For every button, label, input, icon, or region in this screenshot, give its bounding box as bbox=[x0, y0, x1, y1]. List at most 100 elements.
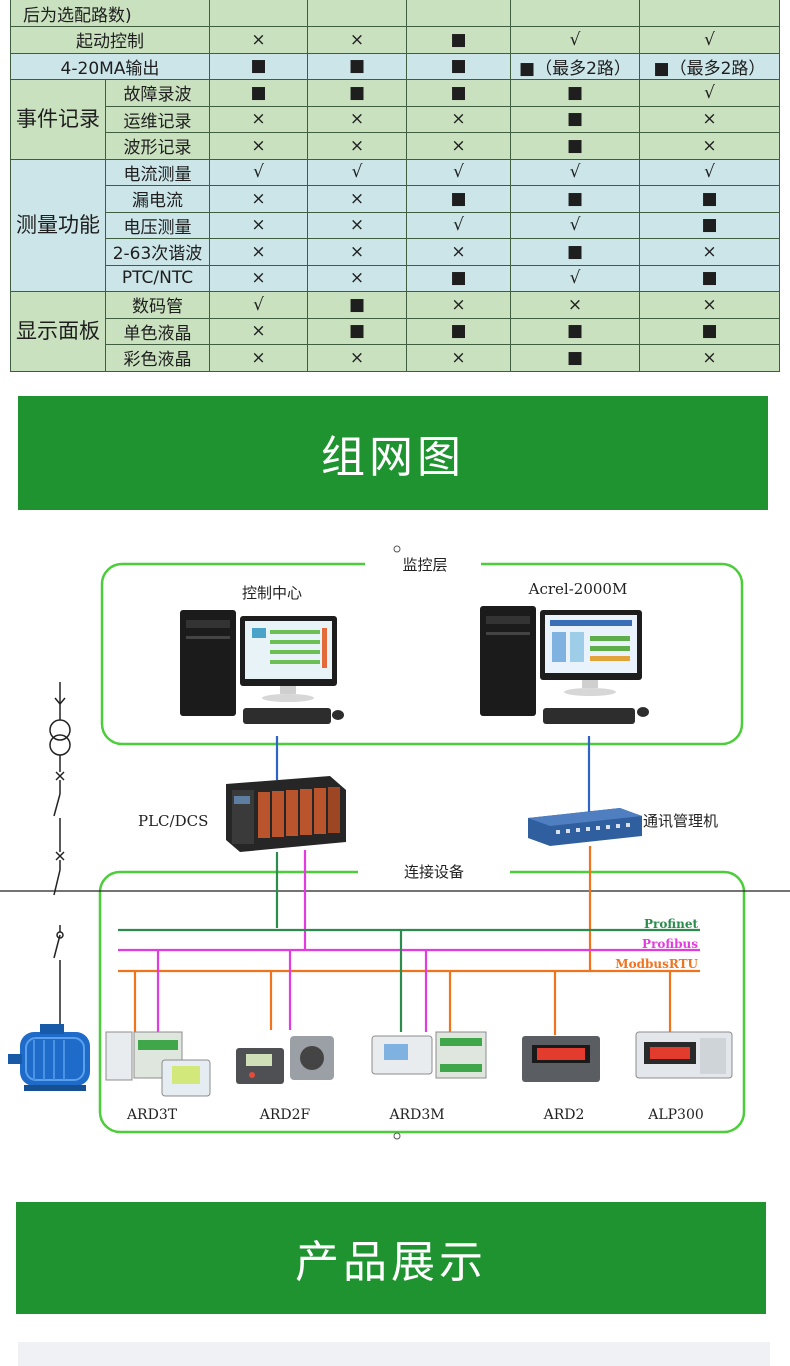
table-cell: × bbox=[407, 239, 511, 266]
table-cell: × bbox=[640, 345, 780, 372]
table-header-partial: 后为选配路数) bbox=[10, 0, 210, 27]
profibus-label: Profibus bbox=[642, 937, 698, 951]
comm-manager-label: 通讯管理机 bbox=[643, 812, 718, 830]
table-cell: ■ bbox=[511, 186, 640, 213]
table-row-label: 数码管 bbox=[106, 292, 210, 319]
table-cell: × bbox=[640, 239, 780, 266]
keyboard bbox=[543, 708, 635, 724]
table-row-label: 彩色液晶 bbox=[106, 345, 210, 372]
device-label-ard3m: ARD3M bbox=[388, 1107, 444, 1123]
device-ard2 bbox=[522, 1036, 600, 1082]
table-cell: × bbox=[210, 239, 308, 266]
table-row-label: 单色液晶 bbox=[106, 318, 210, 345]
table-cell: ■ bbox=[640, 318, 780, 345]
comm-manager-device bbox=[528, 808, 642, 846]
banner-products: 产品展示 bbox=[16, 1202, 766, 1314]
computer-acrel-2000m bbox=[480, 606, 649, 724]
table-row-label: 波形记录 bbox=[106, 133, 210, 160]
table-cell: × bbox=[210, 106, 308, 133]
device-alp300 bbox=[635, 1031, 733, 1079]
table-cell: ■ bbox=[511, 239, 640, 266]
table-cell: √ bbox=[511, 212, 640, 239]
monitor-layer-label: 监控层 bbox=[402, 556, 447, 574]
table-cell: ■ bbox=[407, 318, 511, 345]
table-cell: × bbox=[407, 106, 511, 133]
device-label-ard2: ARD2 bbox=[543, 1107, 585, 1123]
table-row-label: 2-63次谐波 bbox=[106, 239, 210, 266]
table-cell: × bbox=[308, 212, 407, 239]
table-header-cell bbox=[640, 0, 780, 27]
motor-icon bbox=[8, 1024, 90, 1091]
table-cell: ■ bbox=[308, 53, 407, 80]
table-cell: ■ bbox=[308, 80, 407, 107]
network-links bbox=[118, 736, 700, 1035]
table-cell: × bbox=[511, 292, 640, 319]
table-cell: √ bbox=[640, 159, 780, 186]
connect-devices-label: 连接设备 bbox=[404, 863, 464, 881]
table-cell: √ bbox=[511, 27, 640, 54]
table-cell: √ bbox=[640, 27, 780, 54]
banner-network-title: 组网图 bbox=[321, 432, 465, 483]
table-cell: × bbox=[407, 292, 511, 319]
table-cell: ■ bbox=[407, 186, 511, 213]
table-group-label: 事件记录 bbox=[10, 80, 106, 160]
table-cell: ■ bbox=[640, 212, 780, 239]
table-cell: × bbox=[210, 186, 308, 213]
table-cell: × bbox=[210, 265, 308, 292]
device-label-ard2f: ARD2F bbox=[259, 1107, 311, 1123]
table-cell: × bbox=[308, 27, 407, 54]
network-diagram: 监控层 控制中心 Acrel-2000M 连接设备 bbox=[0, 545, 790, 1140]
software-label: Acrel-2000M bbox=[528, 580, 628, 598]
table-cell: √ bbox=[407, 159, 511, 186]
device-ard3m bbox=[371, 1031, 487, 1079]
table-cell: √ bbox=[210, 292, 308, 319]
table-cell: × bbox=[308, 133, 407, 160]
table-cell: ■ bbox=[511, 318, 640, 345]
table-cell: √ bbox=[511, 159, 640, 186]
product-gallery-strip bbox=[18, 1342, 770, 1366]
table-cell: ■ bbox=[511, 80, 640, 107]
spec-table: 后为选配路数)起动控制××■√√4-20MA输出■■■■（最多2路）■（最多2路… bbox=[10, 0, 780, 378]
table-cell: ■ bbox=[640, 265, 780, 292]
table-cell: × bbox=[308, 186, 407, 213]
table-cell: ■ bbox=[210, 80, 308, 107]
table-cell: ■ bbox=[308, 292, 407, 319]
table-cell: ■ bbox=[511, 106, 640, 133]
table-cell: × bbox=[640, 292, 780, 319]
table-cell: ■ bbox=[511, 133, 640, 160]
plc-dcs-label: PLC/DCS bbox=[138, 812, 208, 830]
control-center-label: 控制中心 bbox=[242, 584, 302, 602]
table-row-label: 起动控制 bbox=[10, 27, 210, 54]
table-cell: × bbox=[308, 106, 407, 133]
profinet-label: Profinet bbox=[644, 917, 698, 931]
table-row-label: PTC/NTC bbox=[106, 265, 210, 292]
table-cell: × bbox=[308, 239, 407, 266]
table-cell: √ bbox=[640, 80, 780, 107]
table-header-cell bbox=[407, 0, 511, 27]
mouse bbox=[637, 707, 649, 717]
table-row-label: 运维记录 bbox=[106, 106, 210, 133]
banner-network: 组网图 bbox=[18, 396, 768, 510]
table-row-label: 故障录波 bbox=[106, 80, 210, 107]
mouse bbox=[332, 710, 344, 720]
table-group-label: 测量功能 bbox=[10, 159, 106, 292]
table-cell: × bbox=[210, 133, 308, 160]
table-cell: √ bbox=[210, 159, 308, 186]
device-label-alp300: ALP300 bbox=[647, 1107, 704, 1123]
device-ard3t bbox=[105, 1031, 211, 1097]
device-label-ard3t: ARD3T bbox=[126, 1107, 178, 1123]
table-cell: ■ bbox=[407, 80, 511, 107]
table-row-label: 漏电流 bbox=[106, 186, 210, 213]
table-row-label: 电流测量 bbox=[106, 159, 210, 186]
banner-products-title: 产品展示 bbox=[295, 1237, 487, 1288]
single-line-diagram bbox=[49, 682, 71, 1034]
table-cell: × bbox=[308, 345, 407, 372]
table-cell: ■ bbox=[407, 27, 511, 54]
table-cell: ■ bbox=[511, 345, 640, 372]
table-group-label: 显示面板 bbox=[10, 292, 106, 372]
table-cell: × bbox=[210, 318, 308, 345]
table-cell: ■ bbox=[407, 53, 511, 80]
table-cell: ■ bbox=[210, 53, 308, 80]
table-cell: × bbox=[640, 133, 780, 160]
table-row-label: 4-20MA输出 bbox=[10, 53, 210, 80]
